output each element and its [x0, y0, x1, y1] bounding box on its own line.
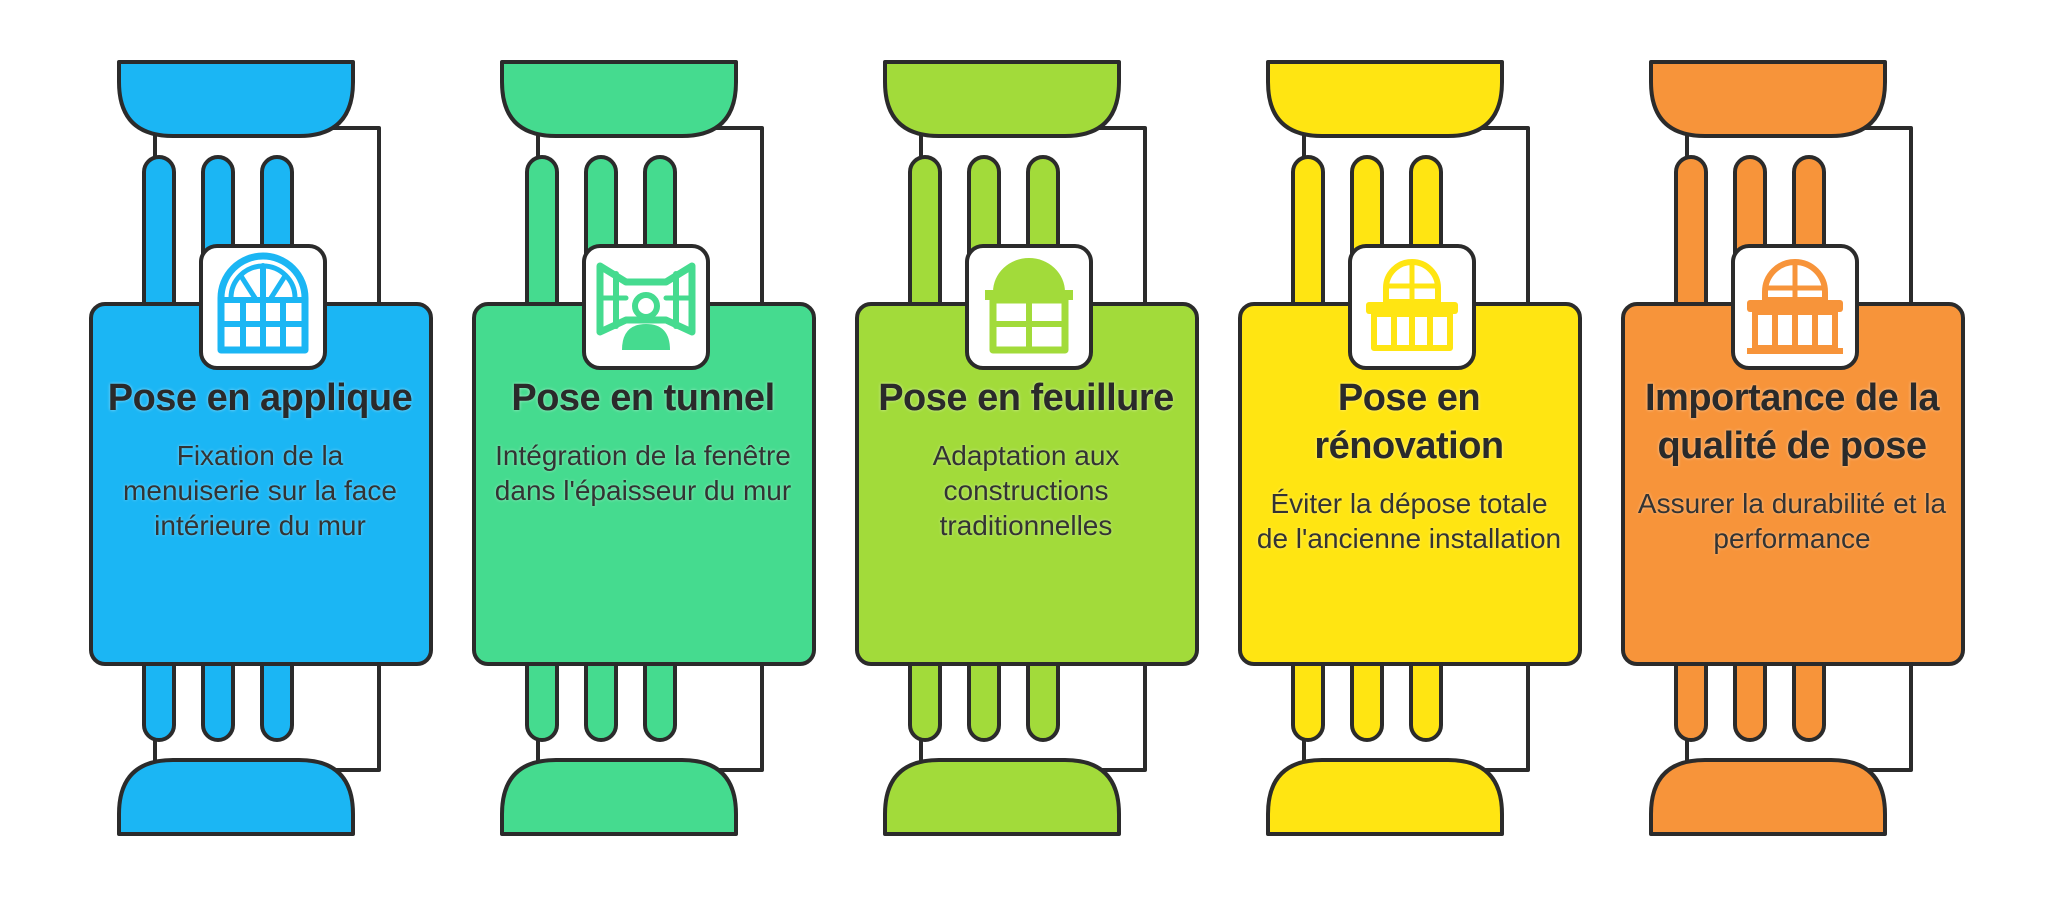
tunnel-window-icon	[596, 262, 696, 350]
pillar-description: Assurer la durabilité et la performance	[1637, 488, 1947, 554]
pillar-description: Fixation de la menuiserie sur la face in…	[123, 440, 397, 541]
pillar-title: Importance de la qualité de pose	[1645, 377, 1939, 467]
pillar-5-text: Importance de la qualité de pose Assurer…	[1637, 374, 1947, 556]
pillar-description: Éviter la dépose totale de l'ancienne in…	[1256, 488, 1562, 554]
pillar-title: Pose en feuillure	[878, 377, 1174, 419]
arched-window-icon	[217, 252, 309, 354]
pillar-2	[472, 60, 816, 836]
renovation-window-icon	[1366, 259, 1458, 351]
pillar-5	[1621, 60, 1965, 836]
pillar-description: Intégration de la fenêtre dans l'épaisse…	[494, 440, 792, 506]
pillar-1	[89, 60, 433, 836]
pillar-4-text: Pose en rénovation Éviter la dépose tota…	[1254, 374, 1564, 556]
pillar-3-text: Pose en feuillure Adaptation aux constru…	[871, 374, 1181, 543]
traditional-window-icon	[985, 258, 1073, 354]
pillar-1-text: Pose en applique Fixation de la menuiser…	[105, 374, 415, 543]
pillar-title: Pose en applique	[107, 377, 413, 419]
balcony-window-icon	[1747, 259, 1843, 354]
pillar-title: Pose en tunnel	[511, 377, 775, 419]
pillar-2-text: Pose en tunnel Intégration de la fenêtre…	[488, 374, 798, 508]
pillar-3	[855, 60, 1199, 836]
pillar-description: Adaptation aux constructions traditionne…	[932, 440, 1120, 541]
pillar-title: Pose en rénovation	[1314, 377, 1504, 467]
